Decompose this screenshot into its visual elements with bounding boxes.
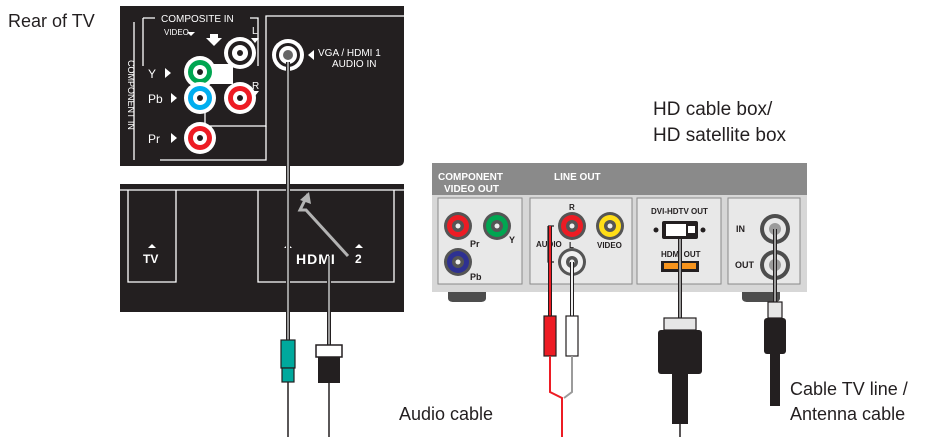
tv-pb-jack[interactable] [184,82,216,114]
rear-of-tv-label: Rear of TV [8,11,95,31]
box-audio-r-jack[interactable] [558,212,586,240]
antenna-cable-label: Antenna cable [790,404,906,424]
box-r-label: R [569,203,575,212]
component-in-label: COMPONENT IN [126,60,136,130]
tv-pr-label: Pr [148,132,160,146]
component-video-out-label-1: COMPONENT [438,172,503,183]
tv-hdmi-cable [315,256,343,437]
tv-pr-jack[interactable] [184,122,216,154]
tv-audio-cable [280,62,296,437]
tv-vga-audio-in-jack[interactable] [272,39,304,71]
line-out-label: LINE OUT [554,172,601,183]
box-video-label: VIDEO [597,241,622,250]
box-pb-jack[interactable] [444,248,472,276]
vga-audio-in-label: AUDIO IN [332,59,376,70]
tv-y-label: Y [148,67,156,81]
box-y-jack[interactable] [483,212,511,240]
antenna-cable [764,229,786,406]
hd-box-rear-panel: COMPONENT VIDEO OUT LINE OUT Pr Y Pb R [432,163,807,302]
box-pr-label: Pr [470,239,480,249]
box-l-label: L [569,241,574,250]
tv-port-label: TV [143,252,158,266]
audio-cable-label: Audio cable [399,404,494,424]
box-video-jack[interactable] [596,212,624,240]
composite-in-label: COMPOSITE IN [161,14,234,25]
box-y-label: Y [509,235,515,245]
video-label: VIDEO [164,28,189,37]
hdmi-port-label: HDMI [296,251,336,267]
tv-rear-panel-upper: COMPOSITE IN VIDEO COMPONENT IN Y L R [120,6,404,166]
box-rf-in-label: IN [736,224,745,234]
box-pr-jack[interactable] [444,212,472,240]
box-dvi-port[interactable] [662,221,698,239]
box-audio-cable [543,226,579,437]
cable-tv-line-label: Cable TV line / [790,379,908,399]
hd-box-label-line2: HD satellite box [653,125,787,146]
tv-y-jack[interactable] [184,56,216,88]
box-pb-label: Pb [470,272,482,282]
tv-l-label: L [252,26,258,37]
box-rf-out-label: OUT [735,260,755,270]
tv-audio-l-jack[interactable] [224,37,256,69]
hdmi-port-number: 2 [355,252,362,266]
tv-pb-label: Pb [148,92,163,106]
box-dvi-out-label: DVI-HDTV OUT [651,207,708,216]
tv-r-label: R [252,81,259,92]
vga-hdmi1-label: VGA / HDMI 1 [318,48,381,59]
tv-audio-r-jack[interactable] [224,82,256,114]
hd-box-label-line1: HD cable box/ [653,99,773,120]
box-dvi-cable [658,239,702,437]
tv-rear-panel-lower: TV HDMI 2 [120,184,404,312]
component-video-out-label-2: VIDEO OUT [444,184,499,195]
